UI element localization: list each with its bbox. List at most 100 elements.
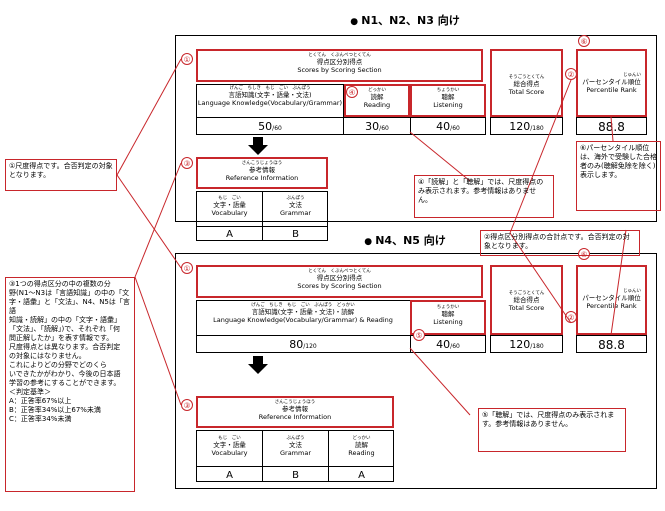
section2-listening-header: ちょうかい 聴解 Listening (410, 300, 486, 335)
section1-lang-sub: Language Knowledge(Vocabulary/Grammar) (197, 99, 343, 107)
section2-lang-furi: げんご ちしき もじ ごい ぶんぽう どっかい (251, 303, 355, 308)
section2-vocab-header: もじ ごい 文字・語彙 Vocabulary (197, 436, 262, 457)
section1-frame (175, 35, 657, 222)
section1-vocab-title: 文字・語彙 (213, 201, 246, 209)
section1-reading-header: どっかい 読解 Reading (344, 84, 410, 117)
section2-ref-furi: さんこうじょうほう (274, 400, 316, 405)
marker-1-top: ① (181, 53, 193, 65)
section1-ref-sub: Reference Information (225, 174, 299, 182)
section2-reading-grade: A (358, 470, 365, 481)
section1-lang-title: 言語知識(文字・語彙・文法) (228, 91, 312, 99)
section1-down-arrow (253, 137, 263, 145)
section1-total-sub: Total Score (508, 88, 545, 96)
note3-line-5: 「文法」、「読解」)で、それぞれ「何 (9, 325, 120, 333)
section2-listening-score: 40/60 (436, 338, 460, 351)
section2-grammar-sub: Grammar (279, 449, 311, 457)
note3-line-6: 問正解したか」を表す情報です。 (9, 334, 114, 342)
note3-line-15: C：正答率34%未満 (9, 415, 72, 423)
note-4: ④「読解」と「聴解」では、尺度得点のみ表示されます。参考情報はありません。 (414, 175, 554, 218)
section2-frame (175, 253, 657, 489)
section2-reading-title: 読解 (355, 441, 368, 449)
section2-total-furi: そうごうとくてん (508, 291, 545, 296)
section2-listening-sub: Listening (433, 318, 463, 326)
section1-listening-title: 聴解 (441, 93, 455, 101)
note3-line-11: 学習の参考にすることができます。 (9, 379, 121, 387)
section2-lang-score: 80/120 (289, 338, 317, 351)
section2-lang-title: 言語知識(文字・語彙・文法)・読解 (251, 308, 355, 316)
section1-lang-header: げんご ちしき もじ ごい ぶんぽう 言語知識(文字・語彙・文法) Langua… (197, 86, 343, 107)
marker-3-top: ③ (181, 157, 193, 169)
marker-5: ⑤ (413, 329, 425, 341)
section2-ref-header: さんこうじょうほう 参考情報 Reference Information (196, 396, 394, 428)
section2-reading-furi: どっかい (352, 436, 371, 441)
section1-vocab-furi: もじ ごい (218, 196, 241, 201)
section2-lang-sub: Language Knowledge(Vocabulary/Grammar) &… (213, 316, 393, 324)
note3-line-13: A：正答率67%以上 (9, 397, 72, 405)
section1-ref-header: さんこうじょうほう 参考情報 Reference Information (196, 157, 328, 189)
section2-scores-header: とくてん くぶんべつとくてん 得点区分別得点 Scores by Scoring… (196, 265, 483, 298)
section2-ref-title: 参考情報 (282, 405, 308, 413)
section1-reading-furi: どっかい (368, 88, 386, 93)
section1-down-arrowhead (248, 145, 268, 155)
section1-reading-title: 読解 (370, 93, 384, 101)
note3-line-9: これによりどの分野でどのくら (9, 361, 107, 369)
section2-down-arrowhead (248, 364, 268, 374)
note3-line-8: の対象にはなりません。 (9, 352, 86, 360)
section2-reading-sub: Reading (348, 449, 375, 457)
section2-pct-title: パーセンタイル順位 (582, 294, 641, 302)
section1-vocab-grade: A (226, 229, 233, 240)
note3-line-4: 知識・読解」の中の「文字・語彙」 (9, 316, 121, 324)
marker-1-bottom: ① (181, 262, 193, 274)
section1-scores-furi: とくてん くぶんべつとくてん (308, 53, 371, 58)
section2-scores-title: 得点区分別得点 (316, 274, 363, 282)
note-5: ⑤「聴解」では、尺度得点のみ表示されます。参考情報はありません。 (478, 408, 626, 452)
section1-scores-sub: Scores by Scoring Section (297, 66, 382, 74)
section2-pct-furi: じゅんい (623, 289, 641, 294)
section1-listening-furi: ちょうかい (436, 88, 460, 93)
note3-line-14: B：正答率34%以上67%未満 (9, 406, 101, 414)
note3-line-2: 野(N1～N3は「言語知識」の中の「文 (9, 289, 130, 297)
note3-line-1: ③1つの得点区分の中の複数の分 (9, 280, 111, 288)
section1-pct-furi: じゅんい (623, 73, 641, 78)
section1-vocab-sub: Vocabulary (211, 209, 248, 217)
section2-lang-header: げんご ちしき もじ ごい ぶんぽう どっかい 言語知識(文字・語彙・文法)・読… (197, 303, 409, 324)
section2-listening-title: 聴解 (441, 310, 455, 318)
marker-2-top: ② (565, 68, 577, 80)
section1-heading: ● N1、N2、N3 向け (350, 14, 460, 27)
section2-scores-furi: とくてん くぶんべつとくてん (308, 269, 371, 274)
section1-listening-sub: Listening (433, 101, 463, 109)
section2-total-title: 総合得点 (513, 296, 540, 304)
section2-total-header: そうごうとくてん 総合得点 Total Score (490, 265, 563, 335)
section2-ref-sub: Reference Information (258, 413, 332, 421)
section1-vocab-header: もじ ごい 文字・語彙 Vocabulary (197, 196, 262, 217)
section1-total-furi: そうごうとくてん (508, 75, 545, 80)
section2-down-arrow (253, 356, 263, 364)
section2-pct-value: 88.8 (598, 338, 625, 352)
section1-lang-furi: げんご ちしき もじ ごい ぶんぽう (229, 86, 311, 91)
section2-vocab-title: 文字・語彙 (213, 441, 246, 449)
note3-line-3: 字・語彙」と「文法」、N4、N5は「言語 (9, 298, 130, 315)
section2-grammar-grade: B (292, 470, 299, 481)
section1-total-score: 120/180 (509, 120, 544, 133)
note-1: ①尺度得点です。合否判定の対象となります。 (5, 159, 117, 191)
section2-reading-header: どっかい 読解 Reading (329, 436, 394, 457)
section2-total-score: 120/180 (509, 338, 544, 351)
section2-grammar-header: ぶんぽう 文法 Grammar (263, 436, 328, 457)
note3-line-7: 尺度得点とは異なります。合否判定 (9, 343, 121, 351)
section1-pct-header: じゅんい パーセンタイル順位 Percentile Rank (576, 49, 647, 117)
section1-pct-title: パーセンタイル順位 (582, 78, 641, 86)
section2-scores-sub: Scores by Scoring Section (297, 282, 382, 290)
section1-grammar-title: 文法 (289, 201, 302, 209)
section1-listening-score: 40/60 (436, 120, 460, 133)
marker-6-top: ⑥ (578, 35, 590, 47)
section1-grammar-grade: B (292, 229, 299, 240)
section2-listening-furi: ちょうかい (436, 305, 460, 310)
note3-line-10: いできたかがわかり、今後の日本語 (9, 370, 121, 378)
section1-listening-header: ちょうかい 聴解 Listening (410, 84, 486, 117)
section2-grammar-furi: ぶんぽう (286, 436, 305, 441)
note-6: ⑥パーセンタイル順位は、海外で受験した合格者のみ(聴解免除を除く)表示します。 (576, 141, 661, 211)
section1-reading-score: 30/60 (365, 120, 389, 133)
section1-reading-sub: Reading (363, 101, 391, 109)
section1-grammar-furi: ぶんぽう (286, 196, 305, 201)
section1-total-header: そうごうとくてん 総合得点 Total Score (490, 49, 563, 117)
